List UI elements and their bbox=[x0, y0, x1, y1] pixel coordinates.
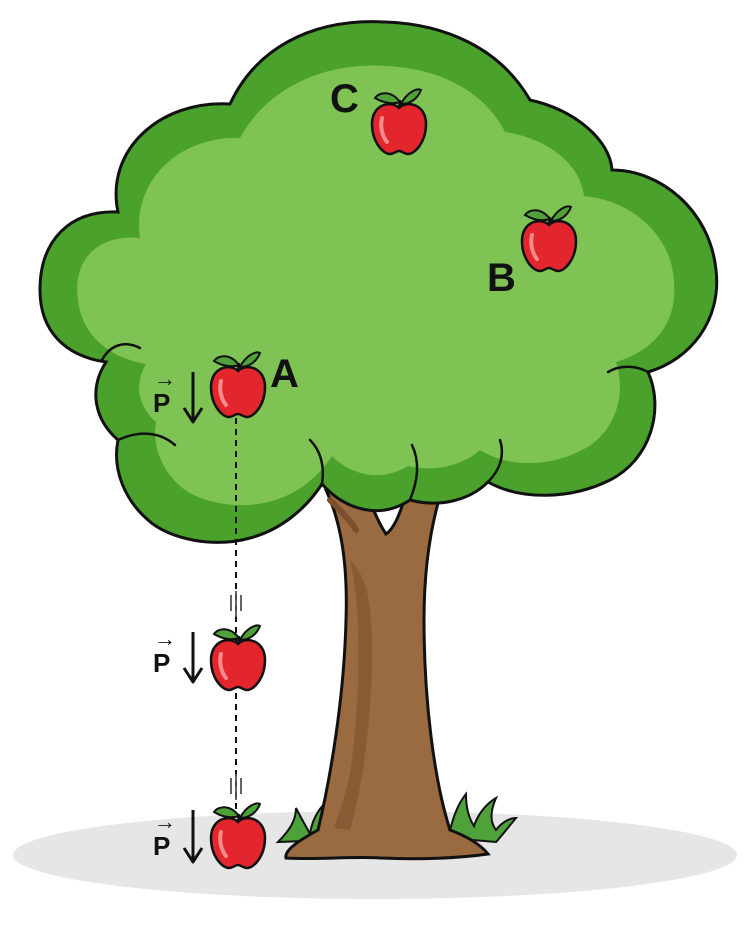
weight-arrow-icon bbox=[182, 372, 204, 424]
apple-icon-falling bbox=[209, 623, 267, 692]
weight-vector-2: → P bbox=[153, 626, 204, 684]
label-point-a: A bbox=[270, 352, 299, 396]
grass-icon bbox=[446, 791, 519, 844]
vector-arrow-mark: → bbox=[154, 626, 176, 651]
label-point-c: C bbox=[330, 77, 359, 121]
motion-lines-icon bbox=[230, 590, 242, 618]
weight-vector-1: → P bbox=[153, 366, 204, 424]
weight-arrow-icon bbox=[182, 632, 204, 684]
label-point-b: B bbox=[487, 256, 516, 300]
vector-arrow-mark: → bbox=[154, 366, 176, 391]
motion-lines-icon bbox=[230, 773, 242, 801]
apple-icon-ground bbox=[209, 801, 267, 870]
weight-vector-3: → P bbox=[153, 809, 204, 864]
vector-symbol-p: P bbox=[153, 831, 170, 861]
weight-arrow-icon bbox=[182, 810, 204, 864]
vector-symbol-p: P bbox=[153, 388, 170, 418]
vector-arrow-mark: → bbox=[154, 809, 176, 834]
tree-trunk bbox=[284, 480, 491, 861]
tree-trunk-shadow bbox=[334, 560, 372, 830]
vector-symbol-p: P bbox=[153, 648, 170, 678]
